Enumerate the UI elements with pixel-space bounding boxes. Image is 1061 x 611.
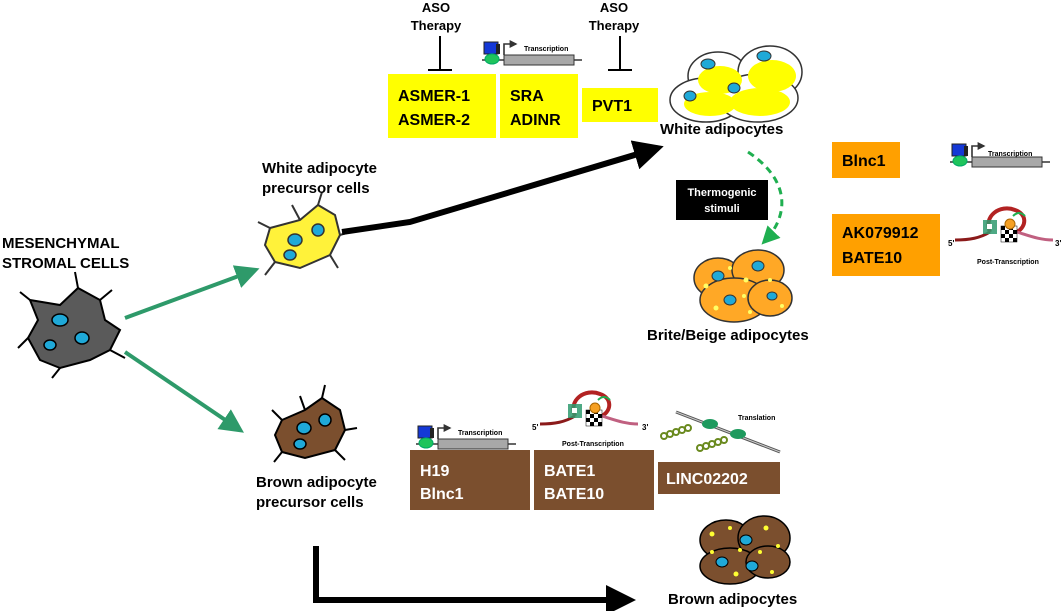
svg-text:stimuli: stimuli [704, 203, 739, 215]
brown-precursor-cell [271, 384, 358, 463]
msc-cell-cluster [17, 271, 126, 379]
aso-right-line1: ASO [600, 0, 628, 15]
svg-text:H19: H19 [420, 463, 449, 480]
aso-left-line1: ASO [422, 0, 450, 15]
svg-text:PVT1: PVT1 [592, 98, 632, 115]
brown-precursor-label-line2: precursor cells [256, 494, 364, 511]
arrow-to-brown-adipocytes [313, 546, 636, 611]
arrow-thermogenic-dashed [747, 150, 784, 245]
transcription-icon-brown: Transcription [416, 426, 516, 449]
translation-icon-brown: Translation [660, 410, 781, 454]
aso-right-inhibition-icon [608, 36, 632, 71]
arrow-msc-to-brown [123, 350, 244, 433]
svg-text:Blnc1: Blnc1 [842, 153, 886, 170]
msc-label-line1: MESENCHYMAL [2, 235, 120, 252]
arrow-msc-to-white [124, 265, 260, 320]
beige-adipocytes-cluster [693, 249, 793, 323]
box-ak079912-orange: AK079912 BATE10 [832, 214, 940, 276]
transcription-icon-top: Transcription [482, 42, 582, 65]
aso-right-line2: Therapy [589, 18, 640, 33]
svg-text:3': 3' [1055, 239, 1061, 248]
svg-text:Blnc1: Blnc1 [420, 486, 464, 503]
box-blnc1-orange: Blnc1 [832, 142, 900, 178]
brown-adipocytes-label: Brown adipocytes [668, 591, 797, 608]
aso-left-inhibition-icon [428, 36, 452, 71]
box-bate-brown: BATE1 BATE10 [534, 450, 654, 510]
svg-text:Thermogenic: Thermogenic [687, 187, 756, 199]
svg-text:SRA: SRA [510, 88, 544, 105]
brown-precursor-label-line1: Brown adipocyte [256, 474, 377, 491]
aso-left-line2: Therapy [411, 18, 462, 33]
white-precursor-label-line2: precursor cells [262, 180, 370, 197]
post-transcription-icon-brown: 5' 3' Post-Transcription [532, 390, 648, 448]
svg-text:3': 3' [642, 423, 648, 432]
svg-text:BATE10: BATE10 [544, 486, 604, 503]
thermogenic-stimuli-box: Thermogenic stimuli [676, 180, 768, 220]
svg-text:BATE10: BATE10 [842, 250, 902, 267]
white-adipocytes-label: White adipocytes [660, 121, 783, 138]
beige-adipocytes-label: Brite/Beige adipocytes [647, 327, 809, 344]
svg-text:5': 5' [532, 423, 538, 432]
svg-text:Transcription: Transcription [524, 46, 568, 53]
svg-text:Post-Transcription: Post-Transcription [562, 441, 624, 448]
svg-text:ASMER-2: ASMER-2 [398, 112, 470, 129]
box-asmer: ASMER-1 ASMER-2 [388, 74, 496, 138]
white-adipocytes-cluster [669, 45, 803, 123]
transcription-icon-right: Transcription [950, 144, 1050, 167]
svg-text:5': 5' [948, 239, 954, 248]
svg-text:Post-Transcription: Post-Transcription [977, 259, 1039, 266]
box-pvt1: PVT1 [582, 88, 658, 122]
box-h19-brown: H19 Blnc1 [410, 450, 530, 510]
svg-text:ASMER-1: ASMER-1 [398, 88, 470, 105]
box-linc02202-brown: LINC02202 [658, 462, 780, 494]
arrow-to-white-adipocytes [341, 140, 664, 235]
white-precursor-label-line1: White adipocyte [262, 160, 377, 177]
box-sra: SRA ADINR [500, 74, 578, 138]
svg-text:LINC02202: LINC02202 [666, 471, 748, 488]
svg-text:AK079912: AK079912 [842, 225, 919, 242]
svg-text:BATE1: BATE1 [544, 463, 595, 480]
msc-label-line2: STROMAL CELLS [2, 255, 129, 272]
svg-text:ADINR: ADINR [510, 112, 561, 129]
brown-adipocytes-cluster [699, 515, 791, 585]
svg-text:Transcription: Transcription [458, 430, 502, 437]
svg-text:Transcription: Transcription [988, 151, 1032, 158]
svg-text:Translation: Translation [738, 415, 775, 422]
white-precursor-cell [257, 191, 351, 276]
post-transcription-icon-right: 5' 3' Post-Transcription [948, 206, 1061, 266]
